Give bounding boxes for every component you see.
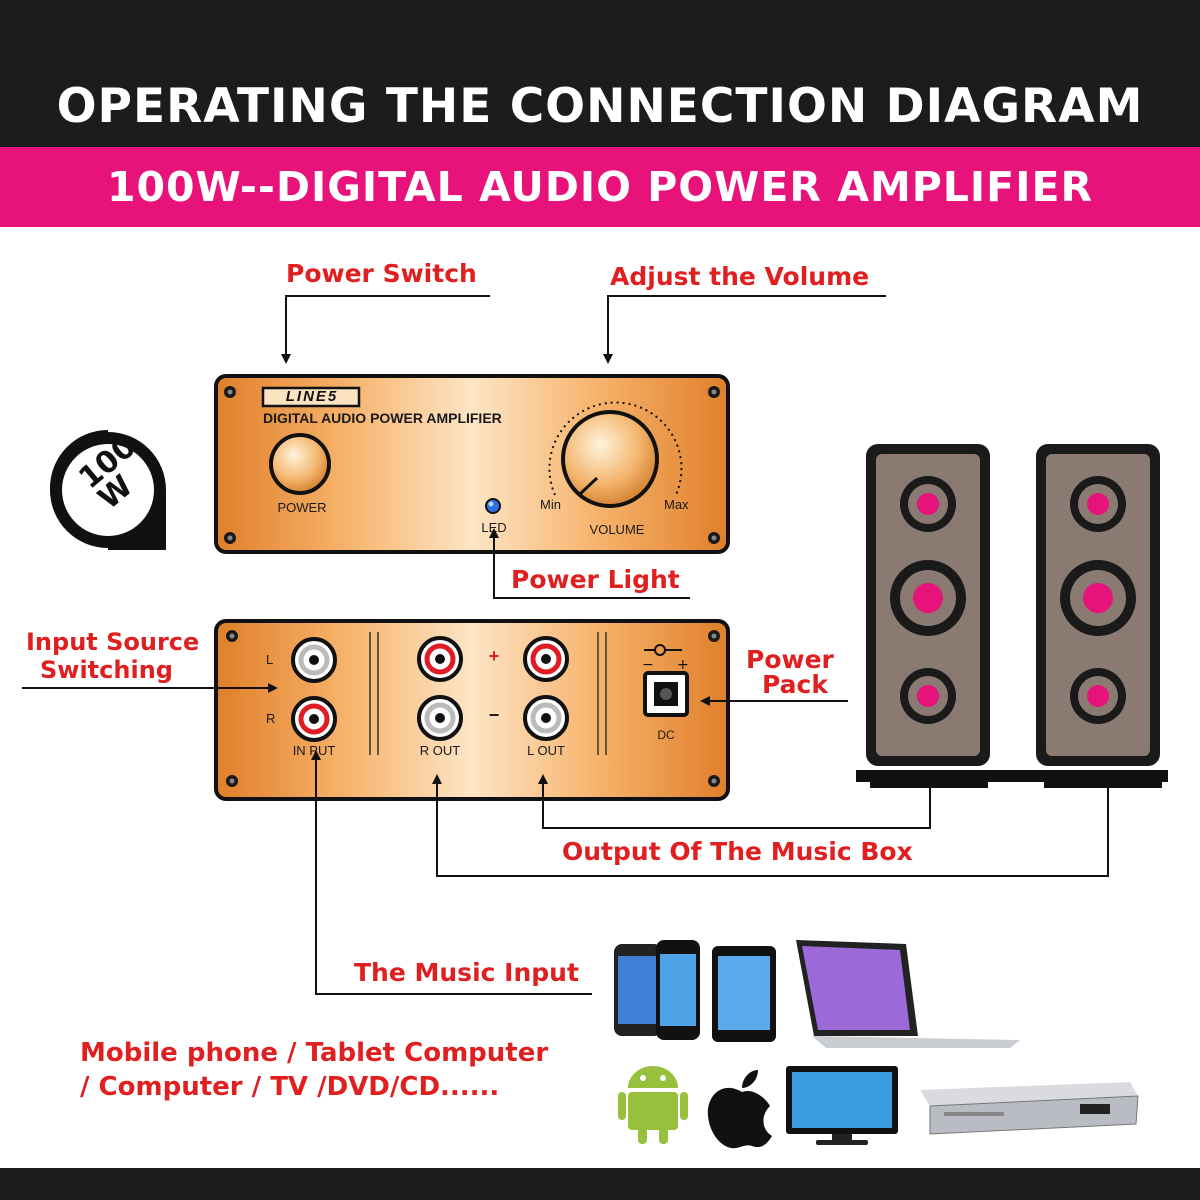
input-r-label: R — [266, 711, 276, 726]
front-panel — [214, 374, 730, 554]
r-out-label: R OUT — [419, 743, 461, 758]
r-out-plus-jack[interactable] — [417, 636, 463, 682]
l-out-minus-jack[interactable] — [523, 695, 569, 741]
volume-pointer — [578, 476, 599, 496]
smartphone-icon — [614, 940, 700, 1040]
dvd-player-icon — [920, 1082, 1139, 1135]
power-label: POWER — [277, 500, 327, 515]
speaker-left — [866, 444, 990, 766]
l-out-plus-jack[interactable] — [523, 636, 569, 682]
plus-label: + — [488, 646, 500, 666]
devices-line2: / Computer / TV /DVD/CD...... — [80, 1072, 500, 1102]
laptop-icon — [796, 940, 1020, 1048]
volume-knob[interactable] — [561, 410, 659, 508]
callout-music-input: The Music Input — [354, 958, 579, 987]
volume-label: VOLUME — [589, 522, 645, 537]
tablet-icon — [712, 946, 776, 1042]
input-l-jack[interactable] — [291, 637, 337, 683]
100w-badge — [50, 430, 166, 550]
brand-logo — [261, 386, 361, 408]
callout-power-pack-line2: Pack — [762, 670, 828, 699]
dc-label: DC — [657, 728, 675, 742]
android-icon — [618, 1066, 688, 1144]
l-out-label: L OUT — [527, 743, 565, 758]
callout-power-switch: Power Switch — [286, 259, 477, 288]
header-bar — [0, 0, 1200, 147]
callout-input-source-line1: Input Source — [26, 628, 200, 656]
svg-text:−: − — [642, 657, 654, 673]
subtitle-bar — [0, 147, 1200, 227]
r-out-minus-jack[interactable] — [417, 695, 463, 741]
page-subtitle: 100W--DIGITAL AUDIO POWER AMPLIFIER — [106, 163, 1094, 211]
model-label: DIGITAL AUDIO POWER AMPLIFIER — [263, 410, 502, 426]
svg-text:+: + — [677, 657, 689, 673]
led-label: LED — [481, 520, 507, 535]
volume-max-label: Max — [664, 497, 689, 512]
speaker-stand — [856, 770, 1168, 788]
callout-lines — [22, 295, 1109, 995]
speaker-right — [1036, 444, 1160, 766]
input-r-jack[interactable] — [291, 696, 337, 742]
input-l-label: L — [266, 652, 274, 667]
led-indicator — [485, 498, 501, 514]
callout-power-pack-line1: Power — [746, 645, 834, 674]
rear-panel: − + — [214, 619, 730, 801]
callout-input-source-line2: Switching — [40, 656, 173, 684]
apple-icon — [707, 1070, 772, 1149]
devices-line1: Mobile phone / Tablet Computer — [80, 1038, 549, 1068]
volume-min-label: Min — [540, 497, 561, 512]
callout-power-light: Power Light — [511, 565, 680, 594]
monitor-icon — [786, 1066, 898, 1145]
dc-jack[interactable] — [643, 671, 689, 717]
footer-bar — [0, 1168, 1200, 1200]
callout-output-music-box: Output Of The Music Box — [562, 837, 913, 866]
minus-label: − — [488, 705, 500, 725]
brand-logo-text: LINE5 — [285, 388, 339, 405]
page-title: OPERATING THE CONNECTION DIAGRAM — [56, 79, 1144, 134]
dc-polarity-icon: − + — [642, 644, 689, 673]
callout-adjust-volume: Adjust the Volume — [610, 262, 870, 291]
power-button[interactable] — [269, 433, 331, 495]
input-label: IN PUT — [292, 743, 336, 758]
